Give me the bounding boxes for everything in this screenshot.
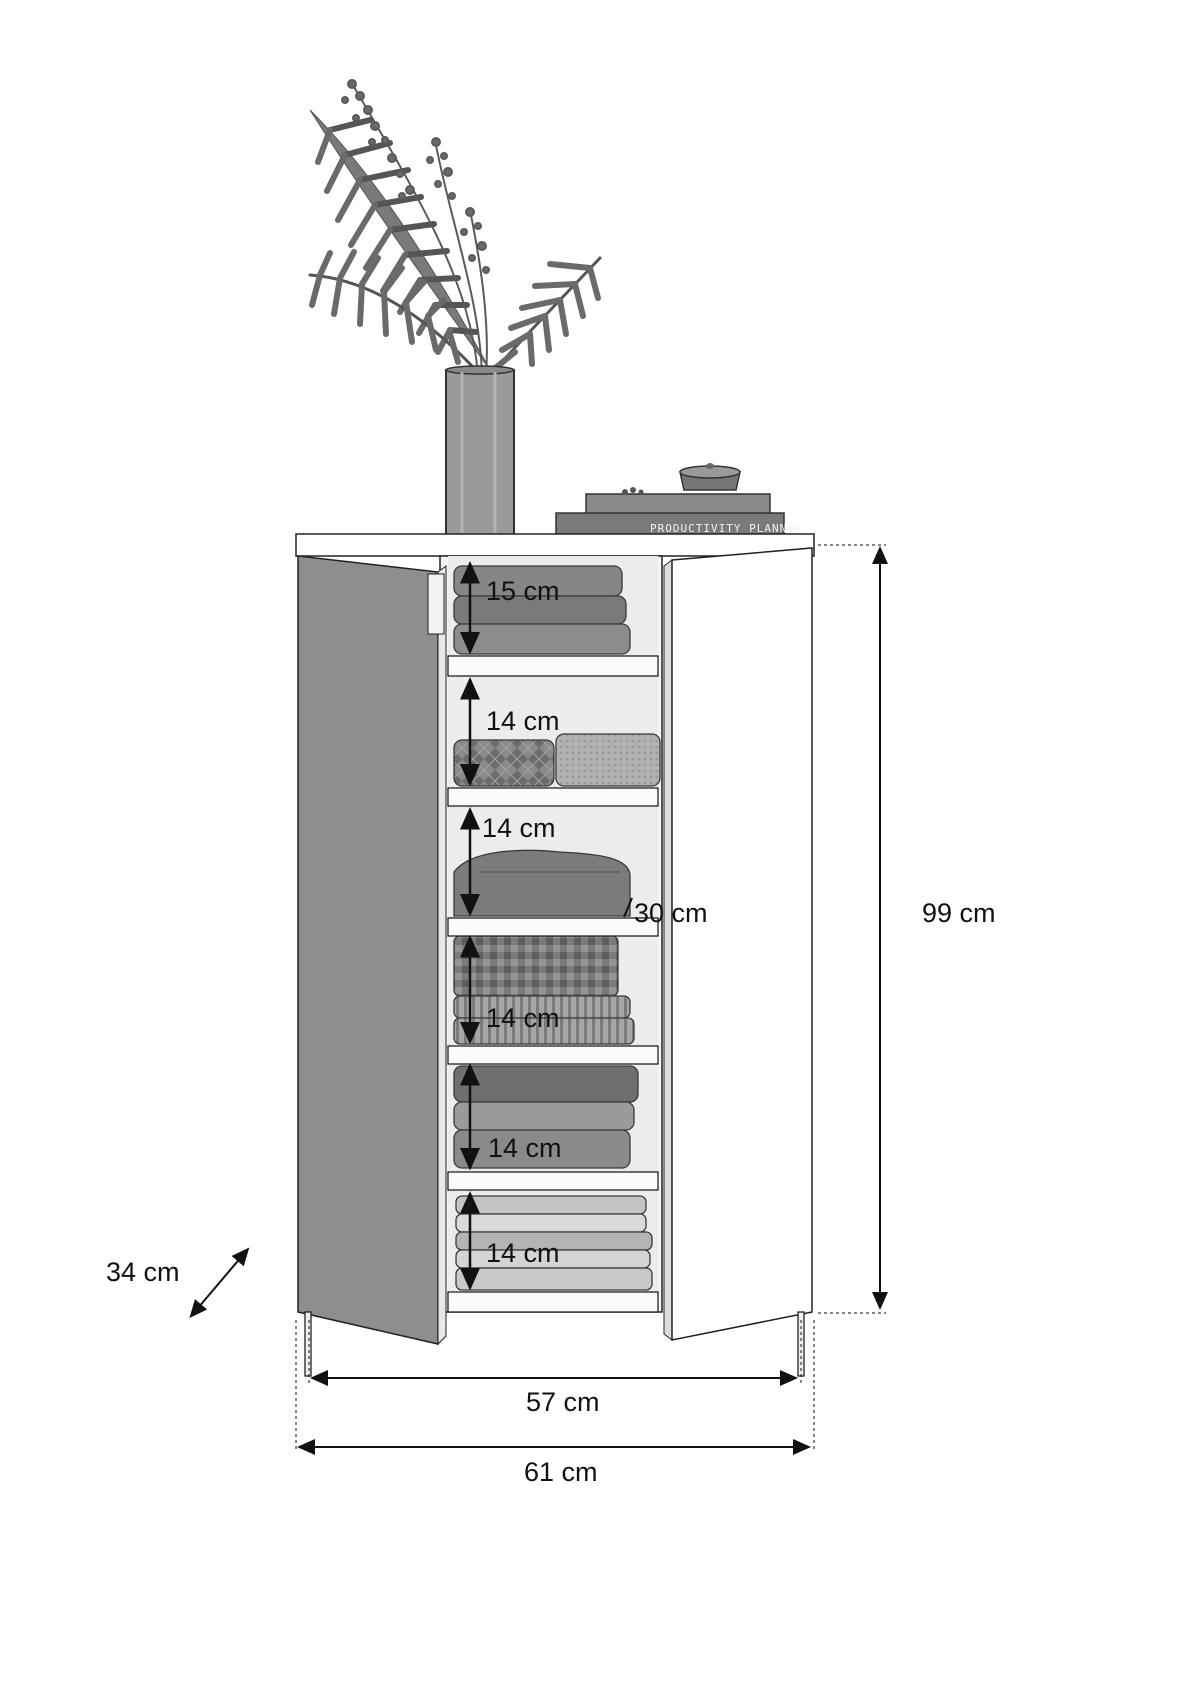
shelf-depth-dimension-line <box>623 897 633 918</box>
height-label: 99 cm <box>922 898 996 928</box>
depth-dimension-line <box>189 1247 250 1319</box>
plant-decoration <box>308 79 602 539</box>
door-handle <box>427 573 445 635</box>
shelf-height-label-5: 14 cm <box>488 1133 562 1163</box>
dimension-lines <box>189 544 888 1455</box>
shelf-height-label-6: 14 cm <box>486 1238 560 1268</box>
shelf-5 <box>447 1171 659 1191</box>
shelf-height-label-1: 15 cm <box>486 576 560 606</box>
cabinet <box>295 533 815 1377</box>
shelf-3 <box>447 917 659 937</box>
shelf-bottom <box>447 1291 659 1313</box>
palm-leaf-lower-left <box>308 249 487 382</box>
bowl <box>679 463 741 491</box>
cabinet-top <box>295 533 815 557</box>
shelf-height-label-2: 14 cm <box>486 706 560 736</box>
inner-width-label: 57 cm <box>526 1387 600 1417</box>
books-stack: PRODUCTIVITY PLANNER <box>555 487 802 542</box>
shelf-depth-label: 30 cm <box>634 898 708 928</box>
palm-leaf-left <box>309 109 491 371</box>
door-left <box>297 555 447 1346</box>
shelf-4 <box>447 1045 659 1065</box>
shelf-height-label-3: 14 cm <box>482 813 556 843</box>
depth-label: 34 cm <box>106 1257 180 1287</box>
shelf-height-label-4: 14 cm <box>486 1003 560 1033</box>
shelf-2 <box>447 787 659 807</box>
shelf-1 <box>447 655 659 677</box>
book-title: PRODUCTIVITY PLANNER <box>650 522 802 535</box>
vase <box>445 365 515 539</box>
seed-stems <box>341 79 490 376</box>
total-width-label: 61 cm <box>524 1457 598 1487</box>
dimension-labels: 15 cm 14 cm 14 cm 14 cm 14 cm 14 cm 30 c… <box>106 576 996 1487</box>
clothes <box>453 565 661 1291</box>
palm-leaf-right <box>488 256 602 377</box>
shelves <box>447 655 659 1313</box>
door-right <box>663 547 813 1341</box>
